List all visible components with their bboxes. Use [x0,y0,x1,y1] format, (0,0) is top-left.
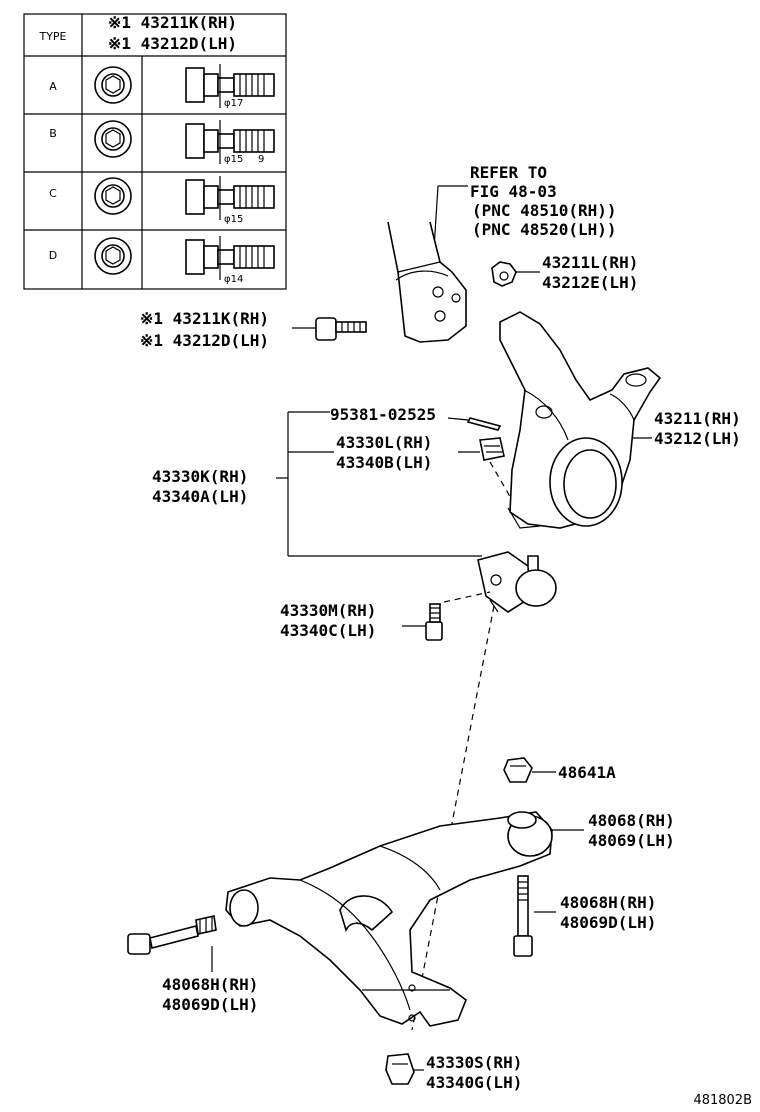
label-43330L: 43330L(RH) 43340B(LH) [336,433,432,472]
type-row-a: A φ17 [49,64,275,109]
type-row-label: B [49,127,57,140]
arm-rear-bolt [513,875,533,957]
label-43211L: 43211L(RH) 43212E(LH) [542,253,638,292]
refer-line-3: (PNC 48510(RH)) [472,201,617,220]
bolt-side-view-icon [185,236,275,280]
refer-note: REFER TO FIG 48-03 (PNC 48510(RH)) (PNC … [431,163,617,281]
knuckle-bolt [315,317,367,341]
type-row-label: C [49,187,57,200]
ball-joint [477,551,557,613]
svg-text:43212E(LH): 43212E(LH) [542,273,638,292]
svg-text:43211(RH): 43211(RH) [654,409,741,428]
svg-text:48069D(LH): 48069D(LH) [560,913,656,932]
svg-text:43340B(LH): 43340B(LH) [336,453,432,472]
label-48068: 48068(RH) 48069(LH) [588,811,675,850]
steering-knuckle [499,311,662,529]
label-48068H-left: 48068H(RH) 48069D(LH) [162,975,258,1014]
svg-text:43340A(LH): 43340A(LH) [152,487,248,506]
type-row-label: D [49,249,57,262]
svg-text:48068H(RH): 48068H(RH) [560,893,656,912]
bolt-side-view-icon [185,176,275,220]
bolt-diameter: φ15 [224,154,243,165]
svg-text:43212(LH): 43212(LH) [654,429,741,448]
label-43330S: 43330S(RH) 43340G(LH) [426,1053,522,1092]
ball-joint-bolt [425,603,443,641]
type-row-b: B φ15 9 [49,120,275,165]
label-43211: 43211(RH) 43212(LH) [654,409,741,448]
svg-text:43340C(LH): 43340C(LH) [280,621,376,640]
nut-top-view-icon [94,66,132,104]
type-table: TYPE ※1 43211K(RH) ※1 43212D(LH) A φ17 B [23,13,287,290]
arm-front-bolt [127,915,217,955]
label-48641A: 48641A [558,763,616,782]
bolt-diameter: φ14 [224,274,243,285]
svg-text:48069D(LH): 48069D(LH) [162,995,258,1014]
bolt-side-view-icon [185,120,275,164]
label-43330K: 43330K(RH) 43340A(LH) [152,467,248,506]
label-48068H-right: 48068H(RH) 48069D(LH) [560,893,656,932]
svg-text:48068H(RH): 48068H(RH) [162,975,258,994]
svg-text:95381-02525: 95381-02525 [330,405,436,424]
svg-text:43330L(RH): 43330L(RH) [336,433,432,452]
svg-text:48641A: 48641A [558,763,616,782]
dust-cover [385,1053,415,1085]
bolt-diameter: φ17 [224,98,243,109]
svg-text:43330S(RH): 43330S(RH) [426,1053,522,1072]
arm-nut [503,757,533,783]
svg-text:43330M(RH): 43330M(RH) [280,601,376,620]
bolt-diameter: φ15 [224,214,243,225]
assembly-bracket [276,411,482,557]
svg-text:43340G(LH): 43340G(LH) [426,1073,522,1092]
cotter-pin [466,417,502,431]
type-header-rh: ※1 43211K(RH) [108,13,237,32]
refer-line-4: (PNC 48520(LH)) [472,220,617,239]
type-row-d: D φ14 [49,236,275,285]
type-header-lh: ※1 43212D(LH) [108,34,237,53]
svg-text:※1 43211K(RH): ※1 43211K(RH) [140,309,269,328]
label-95381: 95381-02525 [330,405,436,424]
svg-text:48068(RH): 48068(RH) [588,811,675,830]
refer-line-2: FIG 48-03 [470,182,557,201]
svg-text:43211L(RH): 43211L(RH) [542,253,638,272]
svg-text:※1 43212D(LH): ※1 43212D(LH) [140,331,269,350]
castle-nut [479,437,505,461]
figure-code: 481802B [693,1093,752,1108]
lower-control-arm [225,811,553,1027]
type-row-c: C φ15 [49,176,275,225]
refer-line-1: REFER TO [470,163,547,182]
bolt-side-view-icon [185,64,275,108]
label-43330M: 43330M(RH) 43340C(LH) [280,601,376,640]
svg-text:48069(LH): 48069(LH) [588,831,675,850]
strut-bracket [387,221,467,343]
nut-top-view-icon [94,120,132,158]
bolt-length-mark: 9 [258,154,264,165]
label-43211K: ※1 43211K(RH) ※1 43212D(LH) [140,309,269,350]
knuckle-nut [491,261,517,287]
type-header: TYPE [38,30,66,43]
type-row-label: A [49,80,57,93]
svg-text:43330K(RH): 43330K(RH) [152,467,248,486]
nut-top-view-icon [94,177,132,215]
nut-top-view-icon [94,237,132,275]
